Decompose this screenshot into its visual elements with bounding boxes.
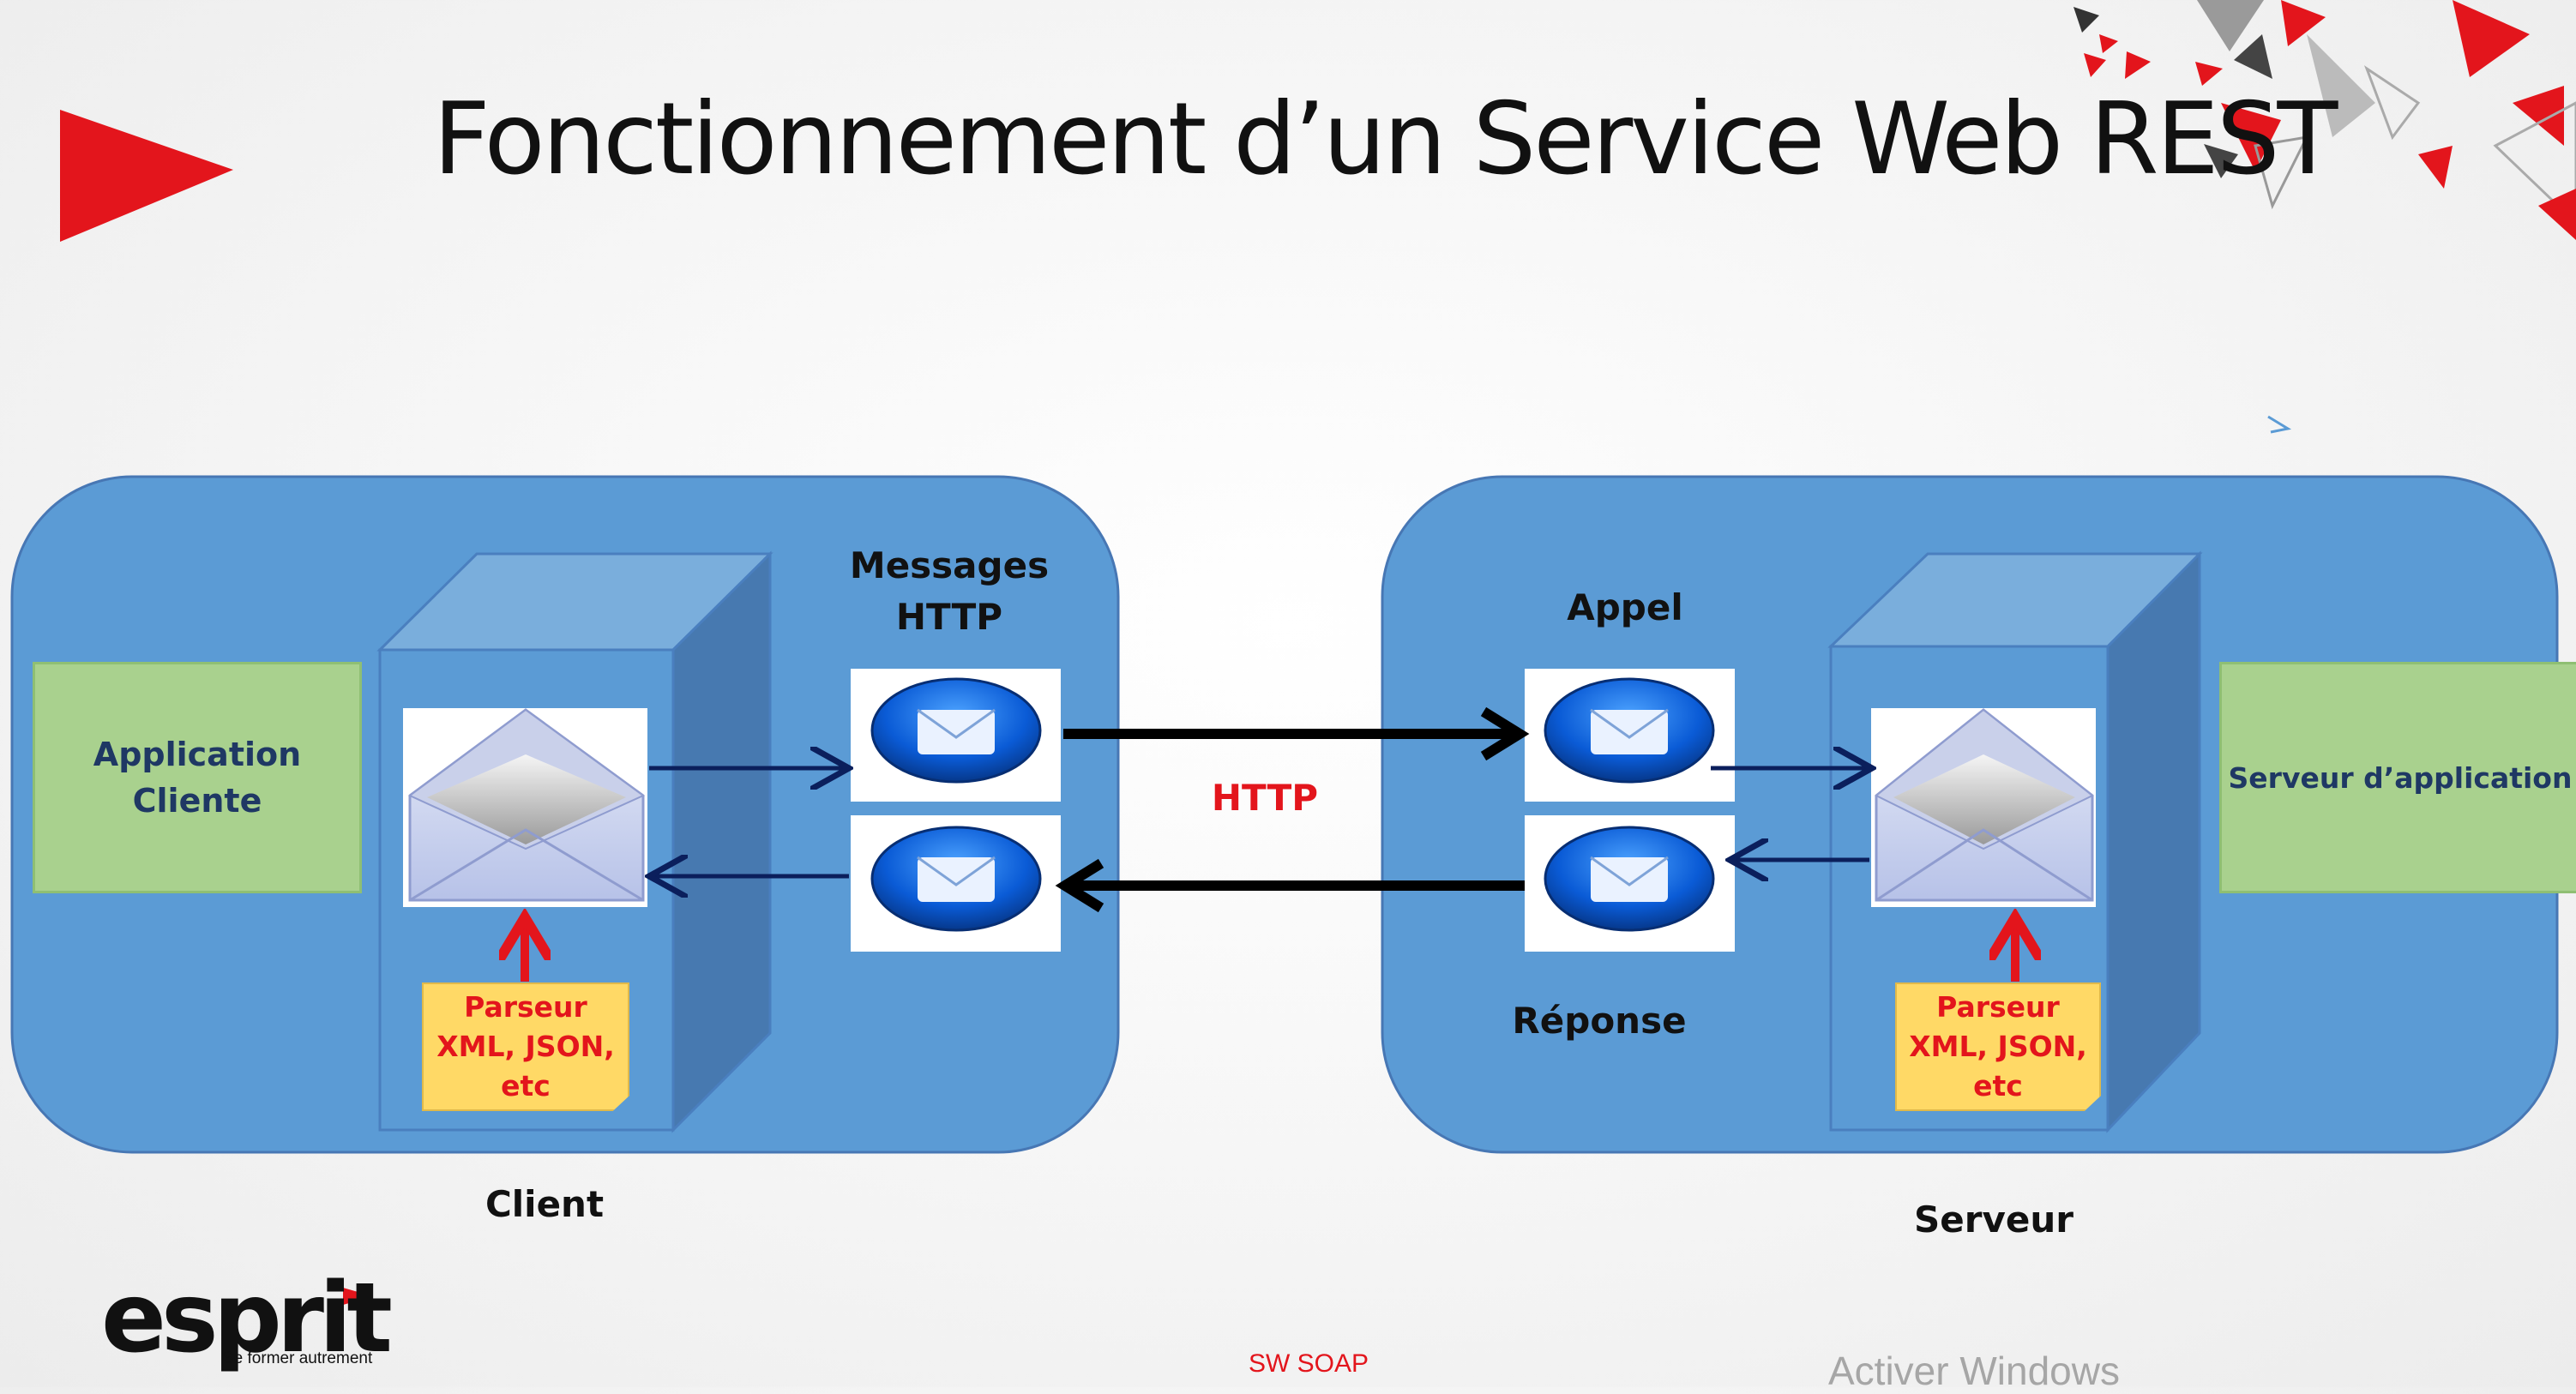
client-app-line2: Cliente — [132, 782, 262, 820]
triangle-decoration-left — [60, 110, 233, 242]
http-label: HTTP — [1211, 777, 1319, 819]
messages-http-line2: HTTP — [895, 596, 1003, 638]
client-label: Client — [485, 1183, 605, 1225]
parser-note-client: Parseur XML, JSON, etc — [422, 982, 629, 1111]
triangle-decoration-top-right — [2073, 0, 2576, 240]
small-check-mark — [2267, 415, 2292, 434]
arrow-http-response-head — [1055, 858, 1104, 913]
arrow-http-request-head — [1480, 706, 1530, 761]
server-app-label: Serveur d’application — [2228, 760, 2573, 795]
message-icon-client-top — [851, 669, 1061, 802]
messages-http-label: Messages HTTP — [840, 540, 1058, 643]
envelope-large-client-icon — [403, 708, 647, 907]
esprit-tagline: Se former autrement — [223, 1349, 373, 1367]
page-title: Fonctionnement d’un Service Web REST — [433, 81, 2338, 197]
messages-http-line1: Messages — [849, 544, 1050, 586]
message-icon-server-top — [1525, 669, 1735, 802]
client-app-line1: Application — [93, 736, 302, 773]
windows-activation-watermark: Activer Windows — [1828, 1349, 2120, 1393]
parser-note-server: Parseur XML, JSON, etc — [1895, 982, 2101, 1111]
client-application-box: Application Cliente — [33, 662, 362, 893]
server-application-box: Serveur d’application — [2219, 662, 2576, 893]
message-icon-server-bottom — [1525, 815, 1735, 952]
footer-center-text: SW SOAP — [1249, 1349, 1369, 1378]
envelope-large-server-icon — [1871, 708, 2096, 907]
esprit-logo: esprit — [101, 1263, 393, 1374]
logo-flag — [343, 1288, 373, 1305]
reponse-label: Réponse — [1512, 1000, 1687, 1042]
message-icon-client-bottom — [851, 815, 1061, 952]
appel-label: Appel — [1567, 586, 1683, 628]
serveur-label: Serveur — [1914, 1199, 2073, 1241]
